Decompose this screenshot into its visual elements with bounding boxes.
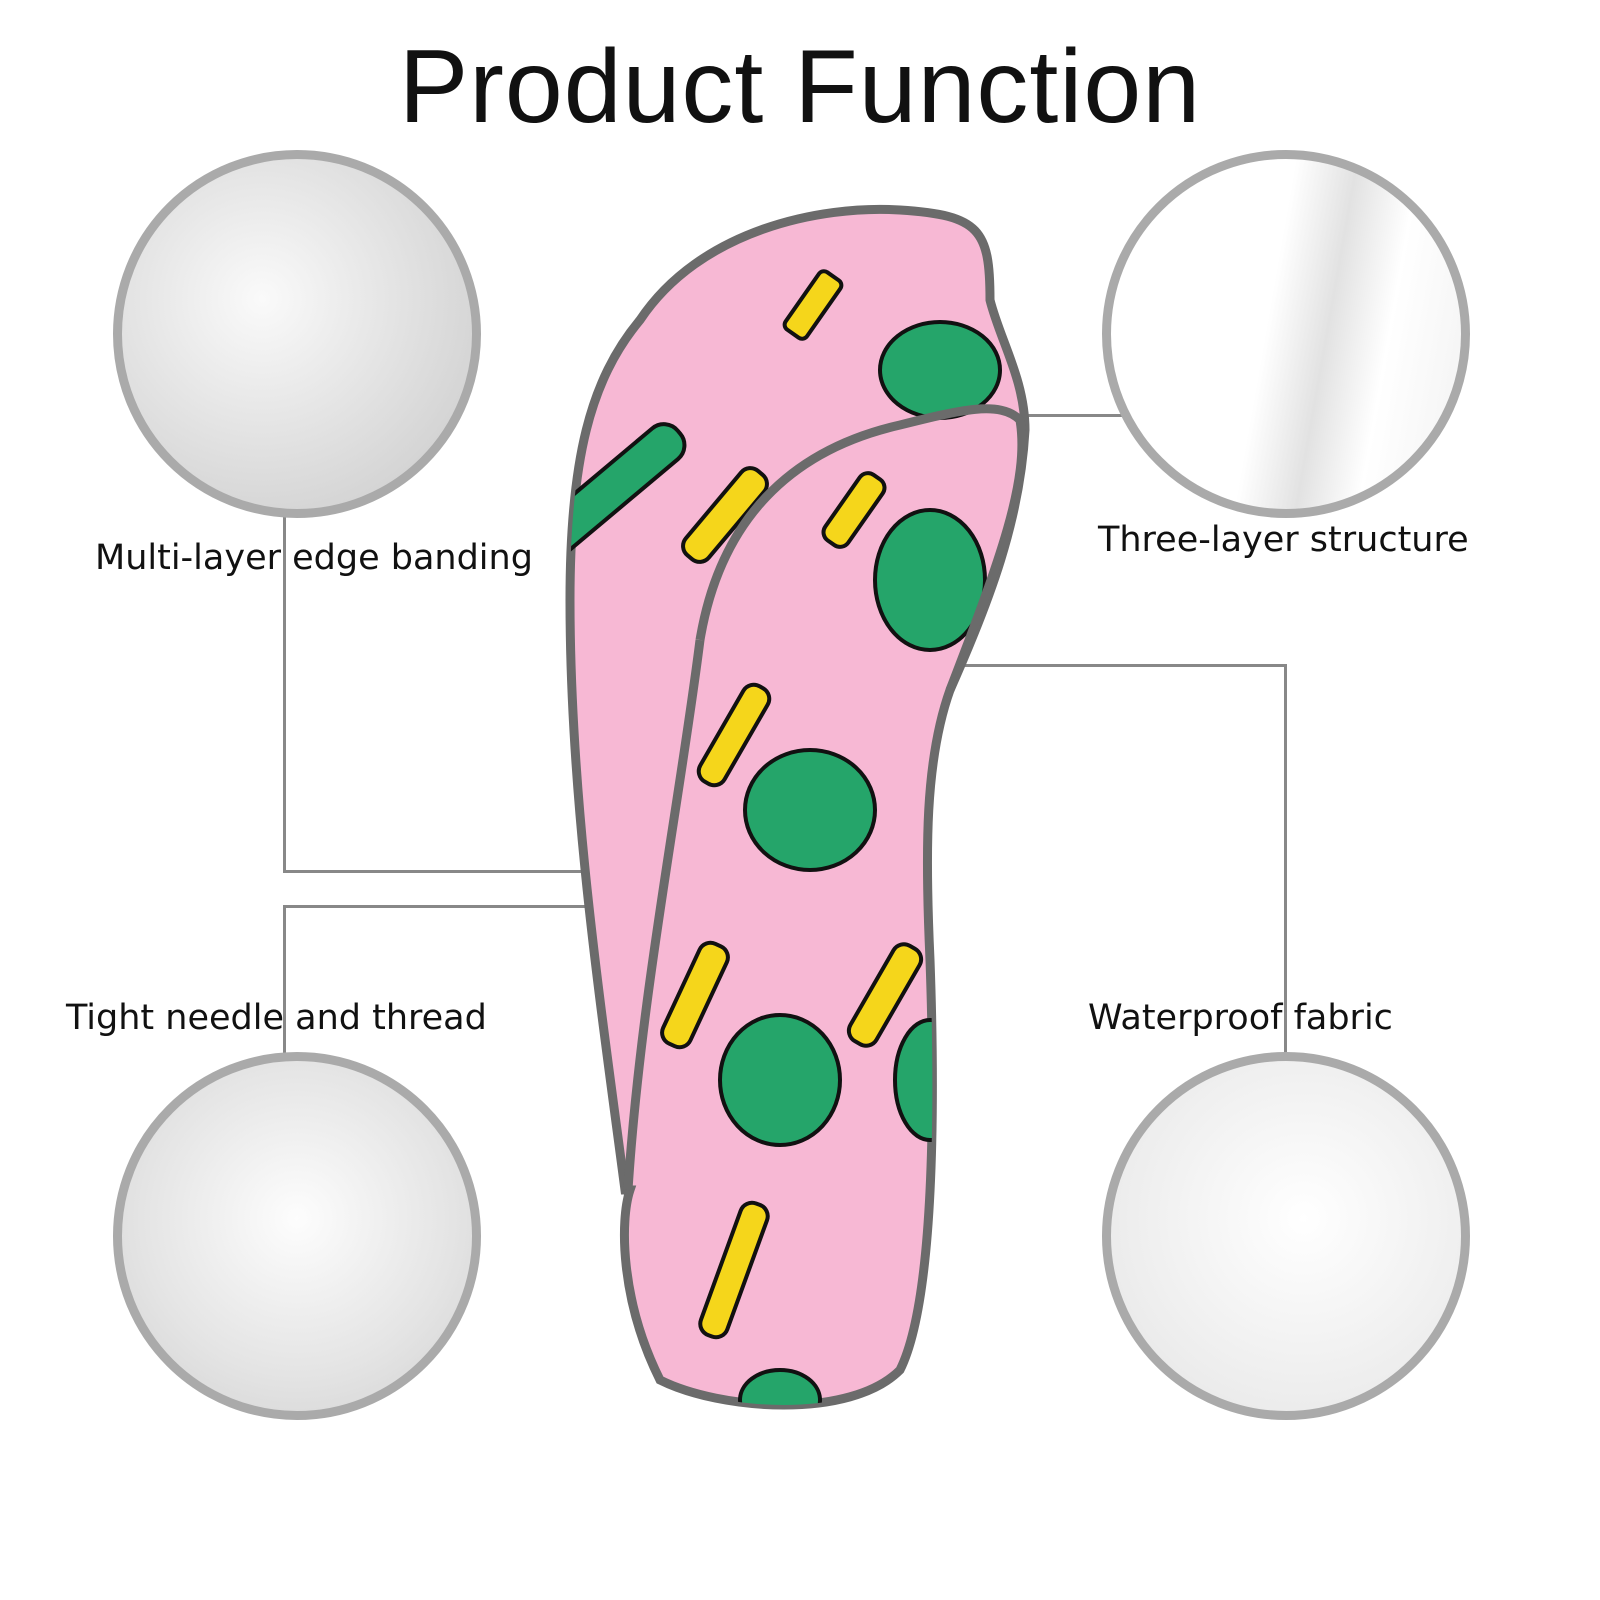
feature-label-edge-banding: Multi-layer edge banding [95,538,533,578]
connector-line [283,905,286,1055]
connector-line [1284,664,1287,1054]
feature-label-stitching: Tight needle and thread [66,998,487,1038]
detail-image-stitching [113,1052,481,1420]
page-title: Product Function [398,29,1202,145]
detail-image-waterproof [1102,1052,1470,1420]
connector-line [900,664,1287,667]
connector-line [283,870,603,873]
detail-image-three-layer [1102,150,1470,518]
feature-label-three-layer: Three-layer structure [1098,520,1469,560]
feature-label-waterproof: Waterproof fabric [1088,998,1393,1038]
connector-line [283,905,593,908]
detail-image-edge-banding [113,150,481,518]
connector-line [1025,414,1125,417]
connector-line [283,515,286,872]
